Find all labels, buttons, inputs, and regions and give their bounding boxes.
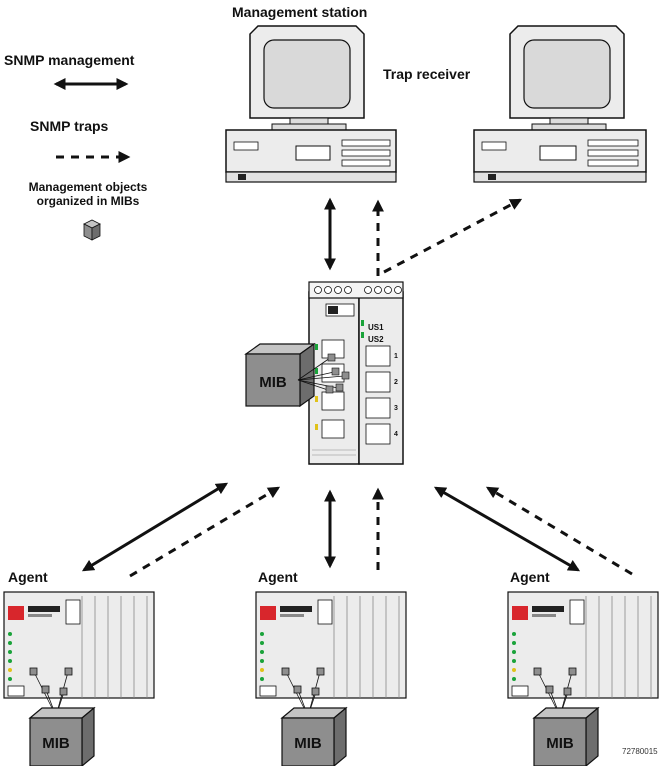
switch-object-cubes (325, 353, 350, 394)
agent-middle-mib-cube-icon (280, 706, 348, 766)
agent-right-label: Agent (510, 569, 550, 585)
switch-port-4-label: 4 (394, 431, 398, 438)
agent-middle-label: Agent (258, 569, 298, 585)
trap-receiver-computer-icon (473, 25, 647, 183)
switch-mib-label: MIB (259, 374, 287, 391)
legend-snmp-management-label: SNMP management (4, 52, 135, 68)
switch-port-1-label: 1 (394, 353, 398, 360)
agent-middle-mib-label: MIB (294, 735, 322, 752)
switch-mib-cube-icon (244, 342, 316, 408)
figure-number: 72780015 (622, 747, 658, 756)
agent-left-device-icon (3, 591, 155, 699)
agent-right-mib-cube-icon (532, 706, 600, 766)
agent-middle-device-icon (255, 591, 407, 699)
managed-switch-icon (308, 281, 404, 465)
agent-right-trap-arrow (485, 486, 633, 576)
legend-mib-objects-line2: organized in MIBs (36, 193, 140, 208)
legend-snmp-traps-label: SNMP traps (30, 118, 109, 134)
legend-mib-cube-icon (83, 219, 101, 241)
switch-us2-label: US2 (368, 335, 384, 344)
switch-port-2-label: 2 (394, 379, 398, 386)
management-station-computer-icon (225, 25, 397, 183)
switch-to-trap-receiver-trap-arrow (383, 198, 523, 274)
agent-right-device-icon (507, 591, 659, 699)
switch-mib-object-links (297, 357, 345, 391)
agent-left-management-arrow (81, 482, 229, 572)
agent-left-trap-arrow (129, 486, 281, 578)
legend-mib-objects-line1: Management objects (28, 180, 148, 194)
trap-receiver-label: Trap receiver (383, 66, 471, 82)
switch-port-3-label: 3 (394, 405, 398, 412)
agent-right-mib-label: MIB (546, 735, 574, 752)
agent-left-label: Agent (8, 569, 48, 585)
agent-left-mib-cube-icon (28, 706, 96, 766)
switch-us1-label: US1 (368, 323, 384, 332)
agent-left-mib-label: MIB (42, 735, 70, 752)
agent-right-management-arrow (433, 486, 581, 572)
legend-mib-objects-label: Management objects organized in MIBs (8, 180, 168, 209)
management-station-label: Management station (232, 4, 368, 20)
